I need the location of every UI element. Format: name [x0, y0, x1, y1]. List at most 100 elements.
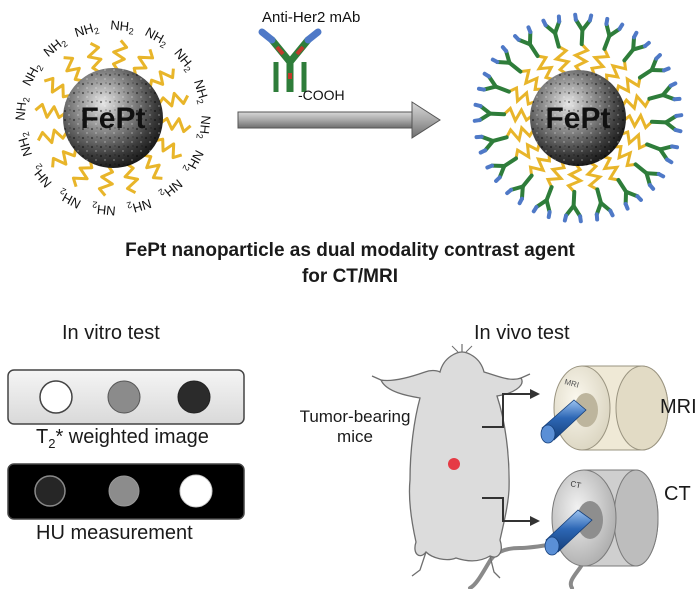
t2-caption-prefix: T — [36, 426, 49, 448]
reaction-arrow-icon — [237, 101, 441, 139]
ligand-chain — [584, 161, 604, 191]
ligand-chain — [572, 43, 591, 74]
ligand-chain — [63, 56, 83, 83]
nh2-label: NH2 — [12, 96, 31, 121]
ligand-chain — [613, 145, 636, 168]
ligand-chain — [620, 129, 648, 151]
ct-label: CT — [664, 483, 691, 505]
ligand-chain — [112, 39, 129, 72]
conjugated-antibody-icon — [649, 111, 684, 134]
antibody-name-label: Anti-Her2 mAb — [262, 9, 360, 26]
nh2-label: NH2 — [126, 194, 154, 217]
hu-well-2 — [108, 475, 140, 507]
nh2-label: NH2 — [181, 147, 207, 176]
hu-well-1 — [34, 475, 66, 507]
conjugated-antibody-icon — [616, 30, 651, 68]
nh2-label: NH2 — [55, 186, 84, 212]
nh2-label: NH2 — [194, 114, 213, 139]
ligand-chain — [552, 45, 572, 75]
conjugated-antibody-icon — [476, 71, 514, 102]
ligand-chain — [159, 117, 192, 134]
ligand-chain — [97, 164, 114, 197]
conjugated-antibody-icon — [645, 81, 682, 109]
ligand-chain — [508, 85, 536, 107]
ligand-chain — [545, 160, 567, 188]
ct-scanner-icon — [544, 469, 659, 567]
t2-well-1 — [39, 380, 73, 414]
conjugated-antibody-icon — [594, 16, 625, 54]
t2-caption-sub: 2 — [48, 436, 56, 451]
ligand-chain — [621, 92, 651, 112]
ligand-chain — [565, 162, 584, 193]
ligands-left — [34, 39, 192, 197]
nh2-label: NH2 — [73, 19, 101, 42]
ligand-chain — [503, 105, 534, 124]
nh2-label: NH2 — [142, 24, 171, 50]
t2-caption: T2* weighted image — [36, 426, 209, 451]
nh2-label: NH2 — [19, 60, 45, 89]
conjugated-antibody-icon — [587, 185, 615, 222]
ligand-chain — [86, 41, 103, 74]
ligand-chain — [602, 155, 620, 182]
ligand-chain — [51, 148, 78, 168]
mri-scanner-icon — [540, 365, 669, 451]
tumor-marker — [448, 458, 460, 470]
ligand-chain — [528, 153, 551, 176]
ligand-chain — [622, 112, 653, 131]
ligand-chain — [615, 76, 642, 94]
nh2-label: NH2 — [109, 17, 134, 36]
conjugated-antibody-icon — [474, 127, 511, 155]
ligand-chain — [71, 160, 94, 188]
hu-caption: HU measurement — [36, 522, 193, 544]
conjugated-antibody-icon — [562, 189, 585, 224]
conjugated-antibody-icon — [531, 182, 562, 220]
ligands-right — [503, 43, 653, 193]
antibody-reagent-icon — [258, 28, 322, 92]
t2-well-2 — [107, 380, 141, 414]
in-vivo-title: In vivo test — [474, 322, 570, 344]
mri-label: MRI — [660, 396, 697, 418]
t2-caption-suffix: * weighted image — [55, 426, 209, 448]
ligand-chain — [123, 162, 140, 195]
subject-line-2: mice — [337, 427, 373, 446]
conjugated-antibody-icon — [541, 14, 569, 51]
nh2-label: NH2 — [14, 131, 37, 159]
conjugated-antibody-icon — [571, 12, 594, 47]
ligand-chain — [520, 68, 543, 91]
conjugated-antibody-icon — [490, 45, 528, 80]
caption-line-1: FePt nanoparticle as dual modality contr… — [125, 240, 575, 261]
conjugated-antibody-icon — [472, 102, 507, 125]
subject-label: Tumor-bearing mice — [299, 407, 411, 447]
elbow-arrow-icon — [482, 389, 540, 526]
ligand-chain — [143, 153, 163, 180]
caption-line-2: for CT/MRI — [301, 266, 399, 287]
ligand-chain — [36, 128, 69, 145]
ligand-chain — [157, 91, 190, 108]
ligand-chain — [34, 102, 67, 119]
cooh-label: -COOH — [298, 87, 345, 103]
in-vitro-title: In vitro test — [62, 322, 160, 344]
nh2-label: NH2 — [91, 199, 116, 218]
conjugated-antibody-icon — [642, 134, 680, 165]
nh2-label: NH2 — [189, 78, 212, 106]
hu-well-3 — [179, 474, 213, 508]
fept-label-right: FePt — [545, 102, 610, 135]
mri-scanner-text: MRI — [563, 377, 580, 389]
ligand-chain — [589, 48, 611, 76]
ligand-chain — [43, 76, 71, 99]
t2-well-3 — [177, 380, 211, 414]
conjugated-antibody-icon — [505, 168, 540, 206]
ct-scanner-text: CT — [570, 479, 582, 490]
ligand-chain — [605, 60, 628, 83]
ligand-chain — [132, 48, 155, 76]
ligand-chain — [505, 124, 535, 144]
subject-line-1: Tumor-bearing — [299, 407, 411, 426]
ligand-chain — [155, 137, 183, 160]
ligand-chain — [148, 68, 175, 88]
ligand-chain — [514, 142, 541, 160]
conjugated-antibody-icon — [628, 156, 666, 191]
fept-label-left: FePt — [80, 102, 145, 135]
ligand-chain — [536, 54, 554, 81]
